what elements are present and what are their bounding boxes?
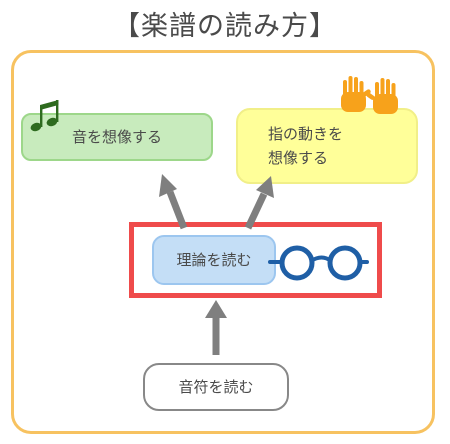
- node-imagine-fingers-label-2: 想像する: [268, 149, 329, 167]
- node-read-theory-label: 理論を読む: [176, 251, 252, 269]
- node-imagine-sound: 音を想像する: [21, 113, 213, 161]
- node-read-notes-label: 音符を読む: [178, 378, 254, 396]
- node-imagine-fingers: 指の動きを 想像する: [236, 108, 418, 184]
- diagram-title: 【楽譜の読み方】: [113, 11, 337, 42]
- node-imagine-sound-label: 音を想像する: [71, 128, 162, 146]
- node-read-notes: 音符を読む: [143, 363, 289, 411]
- diagram-frame: [11, 50, 435, 434]
- node-read-theory: 理論を読む: [152, 235, 276, 285]
- node-imagine-fingers-label-1: 指の動きを: [268, 125, 344, 143]
